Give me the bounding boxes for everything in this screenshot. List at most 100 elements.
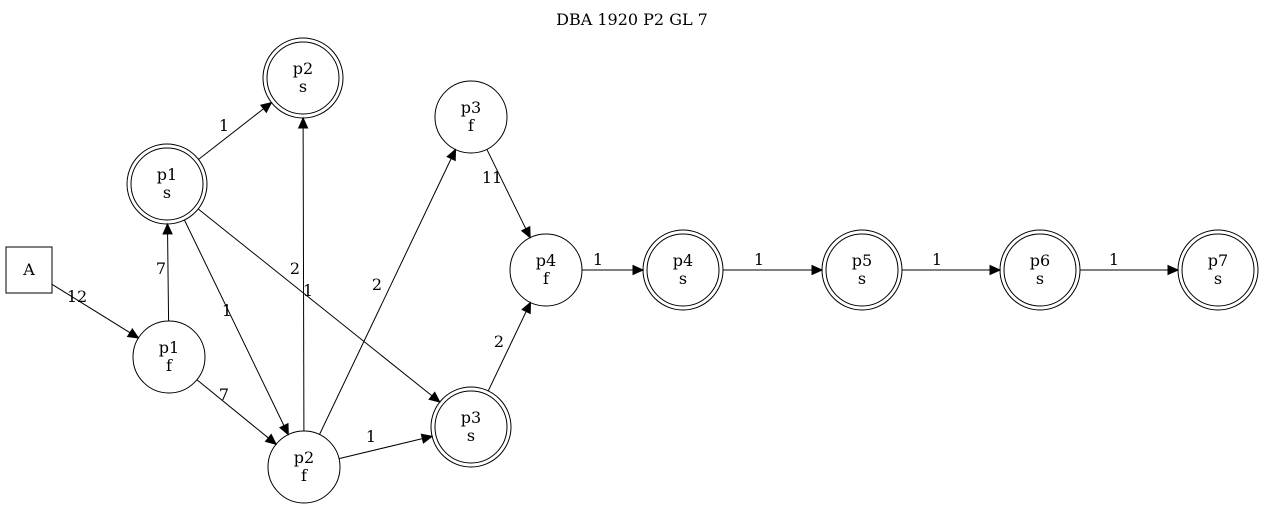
- edge-p3f-p4f: 11: [482, 149, 531, 239]
- edge-line: [487, 311, 527, 392]
- node-circle: [132, 320, 206, 394]
- arrow-head: [264, 433, 278, 446]
- node-outer-ring: [999, 229, 1081, 311]
- arrow-head: [162, 222, 173, 235]
- arrow-head: [428, 391, 441, 403]
- arrow-head: [297, 116, 309, 129]
- node-label: s: [467, 426, 475, 445]
- edge-line: [302, 127, 305, 432]
- node-p1f: p1f: [132, 320, 206, 394]
- node-label: p1: [159, 338, 179, 357]
- node-label: A: [22, 260, 35, 279]
- node-label: p1: [157, 165, 177, 184]
- node-label: p5: [852, 251, 872, 270]
- node-inner-ring: [1003, 233, 1077, 307]
- edge-p3s-p4f: 2: [487, 301, 532, 392]
- edge-line: [167, 233, 170, 322]
- node-label: p6: [1030, 251, 1050, 270]
- node-outer-ring: [642, 229, 724, 311]
- node-inner-ring: [130, 147, 204, 221]
- node-inner-ring: [1181, 233, 1255, 307]
- node-p2s: p2s: [262, 37, 344, 119]
- edge-p1s-p3s: 2: [197, 208, 441, 403]
- node-label: p2: [294, 448, 314, 467]
- arrow-head: [989, 264, 1002, 276]
- arrow-head: [632, 264, 645, 276]
- node-inner-ring: [825, 233, 899, 307]
- arrow-head: [126, 327, 140, 339]
- node-label: p3: [461, 98, 481, 117]
- arrow-head: [1167, 264, 1180, 276]
- arrow-head: [278, 422, 289, 436]
- node-label: f: [301, 466, 308, 485]
- edge-label: 1: [754, 250, 764, 269]
- node-label: s: [1036, 269, 1044, 288]
- node-label: s: [679, 269, 687, 288]
- edge-line: [486, 149, 527, 229]
- edge-line: [338, 438, 423, 460]
- node-label: s: [299, 77, 307, 96]
- node-label: f: [543, 269, 550, 288]
- edge-line: [197, 208, 433, 397]
- edge-label: 1: [303, 281, 313, 300]
- edge-label: 7: [219, 385, 229, 404]
- node-label: p4: [536, 251, 556, 270]
- edge-p1f-p2f: 7: [196, 379, 278, 446]
- node-outer-ring: [1177, 229, 1259, 311]
- node-p3s: p3s: [430, 386, 512, 468]
- edge-label: 2: [372, 275, 382, 294]
- node-outer-ring: [430, 386, 512, 468]
- graph-title: DBA 1920 P2 GL 7: [556, 10, 708, 29]
- node-label: s: [163, 183, 171, 202]
- edge-label: 12: [67, 287, 87, 306]
- arrow-head: [420, 433, 434, 444]
- node-inner-ring: [646, 233, 720, 307]
- edge-label: 1: [222, 301, 232, 320]
- edge-p2f-p3f: 2: [319, 148, 457, 435]
- node-outer-ring: [262, 37, 344, 119]
- node-label: f: [468, 116, 475, 135]
- edge-label: 7: [156, 259, 166, 278]
- node-p5s: p5s: [821, 229, 903, 311]
- node-p6s: p6s: [999, 229, 1081, 311]
- edge-p6s-p7s: 1: [1080, 250, 1180, 276]
- node-p1s: p1s: [126, 143, 208, 225]
- node-label: s: [858, 269, 866, 288]
- node-outer-ring: [821, 229, 903, 311]
- edge-p1s-p2f: 1: [183, 219, 289, 436]
- node-circle: [267, 430, 341, 504]
- edge-p1s-p2s: 1: [198, 101, 273, 160]
- edge-line: [319, 158, 452, 435]
- arrow-head: [521, 301, 532, 315]
- edge-label: 1: [932, 250, 942, 269]
- node-outer-ring: [126, 143, 208, 225]
- edge-p5s-p6s: 1: [902, 250, 1002, 276]
- node-box: [5, 246, 53, 294]
- edge-label: 1: [1109, 250, 1119, 269]
- node-p4f: p4f: [509, 233, 583, 307]
- edge-p2f-p2s: 1: [297, 116, 313, 432]
- node-label: s: [1214, 269, 1222, 288]
- edge-label: 1: [219, 116, 229, 135]
- node-label: f: [166, 356, 173, 375]
- node-p3f: p3f: [434, 80, 508, 154]
- edge-line: [198, 108, 264, 160]
- node-p2f: p2f: [267, 430, 341, 504]
- arrow-head: [446, 148, 457, 162]
- node-label: p4: [673, 251, 693, 270]
- edge-label: 11: [482, 168, 502, 187]
- node-A: A: [5, 246, 53, 294]
- edge-p1f-p1s: 7: [156, 222, 173, 322]
- node-inner-ring: [266, 41, 340, 115]
- edge-label: 1: [593, 250, 603, 269]
- edge-label: 2: [290, 259, 300, 278]
- node-p7s: p7s: [1177, 229, 1259, 311]
- edge-p4s-p5s: 1: [723, 250, 824, 276]
- edge-label: 2: [494, 332, 504, 351]
- node-inner-ring: [434, 390, 508, 464]
- edge-p4f-p4s: 1: [582, 250, 645, 276]
- node-label: p2: [293, 59, 313, 78]
